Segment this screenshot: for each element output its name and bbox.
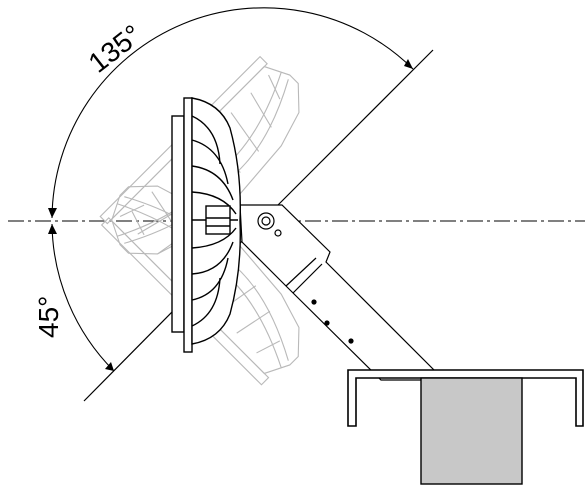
lower-angle-arc (51, 223, 115, 372)
upper-angle-label: 135° (83, 19, 148, 79)
lower-angle-label: 45° (33, 296, 64, 338)
upper-arc-arrow-right (404, 59, 413, 69)
front-fixture-housing (171, 97, 241, 353)
upper-radius-line (261, 49, 434, 222)
upper-arc-arrow-left (48, 208, 57, 218)
mount-arm (239, 204, 446, 381)
lower-arc-arrow-top (48, 224, 57, 234)
support-pole (420, 377, 523, 485)
mounting-bracket (347, 369, 584, 427)
upper-angle-arc (51, 7, 414, 219)
lower-arc-arrow-bottom (105, 362, 114, 371)
